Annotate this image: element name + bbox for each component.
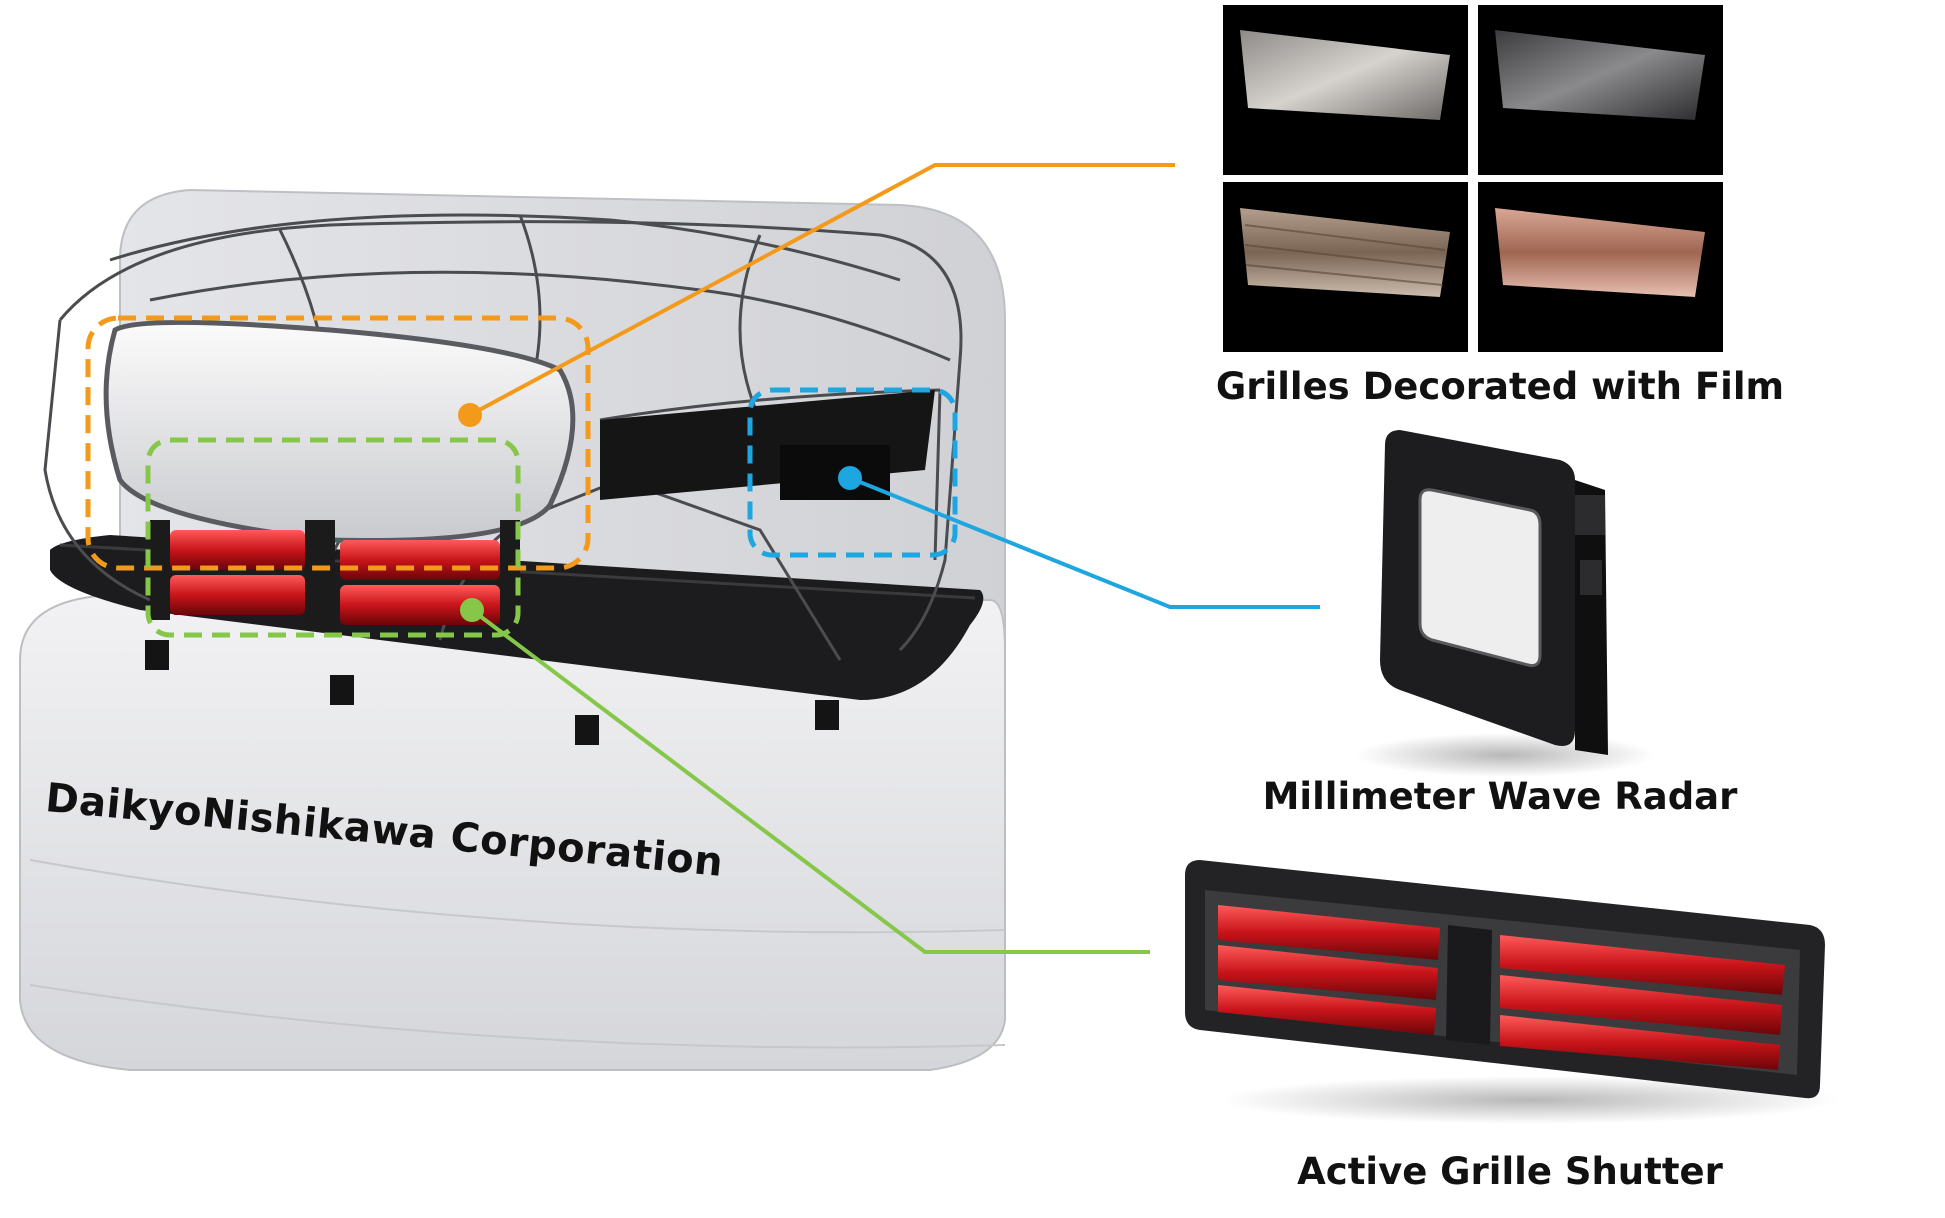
- leader-radar: [849, 476, 1320, 609]
- leader-shutter: [470, 608, 1150, 954]
- shutter-label: Active Grille Shutter: [1297, 1150, 1723, 1193]
- radar-product: [1355, 430, 1655, 777]
- film-sample-stone: [1240, 30, 1450, 120]
- leader-lines: [458, 163, 1320, 954]
- shutter-product: [1185, 860, 1840, 1124]
- highlight-radar: [747, 387, 958, 558]
- car-radar-module: [780, 445, 890, 500]
- radar-label: Millimeter Wave Radar: [1262, 775, 1738, 818]
- film-sample-copper: [1495, 208, 1705, 297]
- film-grilles-label: Grilles Decorated with Film: [1215, 365, 1785, 408]
- highlight-shutter: [145, 437, 521, 638]
- car-grille-panel: [103, 320, 576, 544]
- leader-film: [469, 163, 1175, 417]
- film-grille-samples: [1223, 5, 1723, 352]
- stand-pedestal: [19, 593, 1006, 1071]
- film-sample-marble: [1495, 30, 1705, 120]
